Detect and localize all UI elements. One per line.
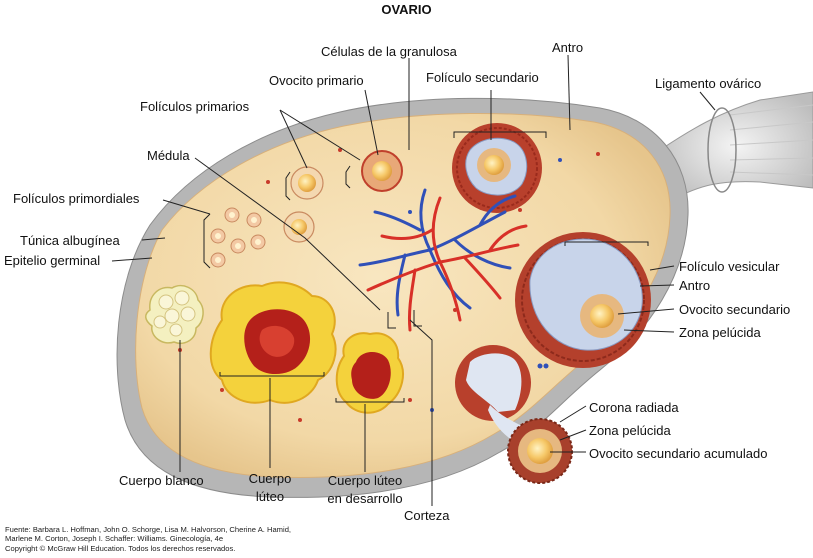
source-line-3: Copyright © McGraw Hill Education. Todos…: [5, 543, 236, 553]
secondary-follicle: [452, 123, 542, 213]
label-celulas-granulosa: Células de la granulosa: [321, 44, 457, 59]
label-cuerpo-luteo-desarrollo-line2: en desarrollo: [327, 491, 403, 506]
label-cuerpo-luteo-line1: Cuerpo: [248, 471, 292, 486]
label-epitelio-germinal: Epitelio germinal: [4, 253, 101, 268]
label-brackets: [203, 131, 649, 403]
medulla-blood-vessels: [358, 188, 528, 332]
ligament-band: [707, 107, 737, 193]
label-corona-radiada: Corona radiada: [589, 400, 679, 415]
source-line-2: Marlene M. Corton, Joseph I. Schaffer: W…: [5, 534, 224, 544]
corpus-albicans: [145, 284, 204, 344]
label-ovocito-secundario-acumulado: Ovocito secundario acumulado: [589, 446, 768, 461]
leader-lines: [111, 54, 716, 506]
label-cuerpo-luteo-desarrollo-line1: Cuerpo lúteo: [327, 473, 403, 488]
label-foliculos-primarios: Folículos primarios: [140, 99, 250, 114]
label-foliculo-secundario: Folículo secundario: [426, 70, 539, 85]
developing-corpus-luteum: [335, 332, 404, 414]
label-antro-right: Antro: [679, 278, 711, 293]
label-antro-top: Antro: [552, 40, 584, 55]
source-line-1: Fuente: Barbara L. Hoffman, John O. Scho…: [5, 525, 292, 534]
label-ligamento-ovarico: Ligamento ovárico: [655, 76, 762, 91]
corpus-luteum: [209, 281, 337, 404]
vesicular-follicle: [515, 232, 651, 368]
ovary-diagram: [111, 54, 813, 506]
label-medula: Médula: [147, 148, 190, 163]
label-zona-pelucida-2: Zona pelúcida: [589, 423, 671, 438]
label-ovocito-primario: Ovocito primario: [269, 73, 364, 88]
label-corteza: Corteza: [404, 508, 450, 523]
label-foliculos-primordiales: Folículos primordiales: [13, 191, 140, 206]
diagram-title: OVARIO: [381, 2, 432, 17]
label-cuerpo-luteo-line2: lúteo: [255, 489, 285, 504]
label-foliculo-vesicular: Folículo vesicular: [679, 259, 780, 274]
primary-follicles: [283, 150, 403, 243]
label-ovocito-secundario: Ovocito secundario: [679, 302, 791, 317]
expelled-oocyte: [507, 418, 573, 484]
label-zona-pelucida-1: Zona pelúcida: [679, 325, 761, 340]
label-cuerpo-blanco: Cuerpo blanco: [119, 473, 204, 488]
source-credit: Fuente: Barbara L. Hoffman, John O. Scho…: [5, 525, 291, 553]
label-tunica-albuginea: Túnica albugínea: [20, 233, 120, 248]
stroma-speckles: [178, 148, 600, 422]
